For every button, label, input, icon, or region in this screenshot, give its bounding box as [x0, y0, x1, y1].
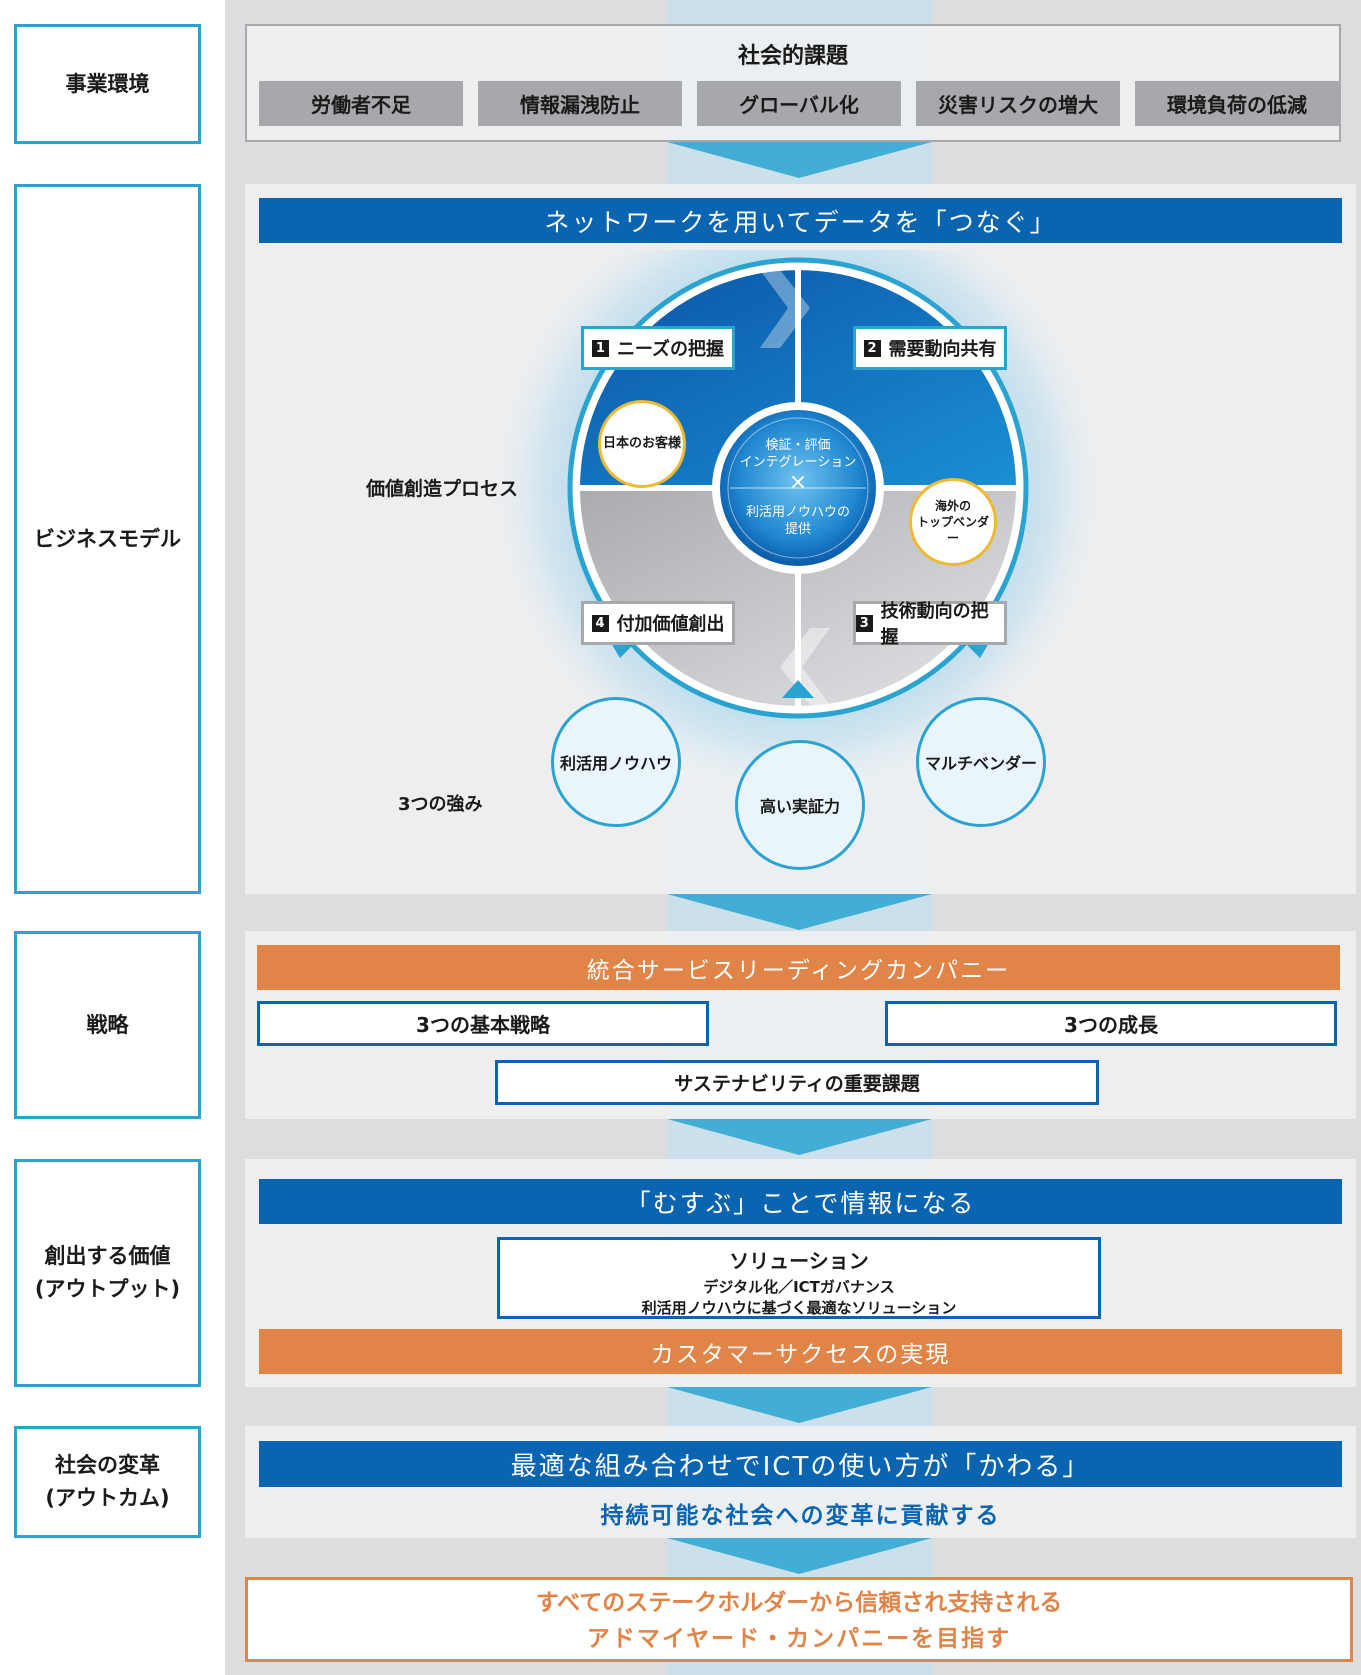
step-demand: 2 需要動向共有: [853, 326, 1007, 370]
step-number: 1: [591, 339, 609, 357]
output-banner: 「むすぶ」ことで情報になる: [259, 1179, 1342, 1224]
outcome-banner: 最適な組み合わせでICTの使い方が「かわる」: [259, 1441, 1342, 1487]
step-number: 3: [856, 614, 873, 632]
strategy-growth-box: 3つの成長: [885, 1001, 1337, 1046]
label-environment: 事業環境: [14, 24, 201, 144]
step-label: 需要動向共有: [888, 339, 997, 360]
step-label: ニーズの把握: [616, 339, 725, 360]
strategy-banner: 統合サービスリーディングカンパニー: [257, 945, 1340, 990]
issue-item: 労働者不足: [259, 81, 463, 126]
solution-line-2: 利活用ノウハウに基づく最適なソリューション: [641, 1299, 957, 1317]
label-output: 創出する価値 (アウトプット): [14, 1159, 201, 1387]
core-cross: ×: [788, 470, 808, 495]
chevron-down-icon: [667, 1387, 932, 1423]
step-added-value: 4 付加価値創出: [581, 601, 735, 645]
step-number: 2: [863, 339, 881, 357]
step-number: 4: [591, 614, 609, 632]
step-needs: 1 ニーズの把握: [581, 326, 735, 370]
process-label: 価値創造プロセス: [366, 478, 519, 500]
chevron-down-icon: [667, 1538, 932, 1574]
goal-line-1: すべてのステークホルダーから信頼され支持される: [535, 1590, 1063, 1616]
goal-box: すべてのステークホルダーから信頼され支持される アドマイヤード・カンパニーを目指…: [245, 1577, 1353, 1662]
label-strategy: 戦略: [14, 931, 201, 1119]
issue-item: 災害リスクの増大: [916, 81, 1120, 126]
goal-line-2: アドマイヤード・カンパニーを目指す: [586, 1626, 1012, 1652]
chevron-down-icon: [667, 1119, 932, 1155]
chevron-down-icon: [667, 894, 932, 930]
core-bottom-text: 利活用ノウハウの 提供: [745, 505, 850, 537]
label-business-model: ビジネスモデル: [14, 184, 201, 894]
solution-title: ソリューション: [729, 1249, 869, 1273]
strength-verification: 高い実証力: [735, 740, 865, 870]
badge-japan-customers: 日本のお客様: [598, 400, 686, 488]
solution-box: ソリューション デジタル化／ICTガバナンス 利活用ノウハウに基づく最適なソリュ…: [497, 1237, 1101, 1319]
issue-item: 情報漏洩防止: [478, 81, 682, 126]
badge-overseas-vendors: 海外の トップベンダー: [909, 478, 997, 566]
issue-item: 環境負荷の低減: [1135, 81, 1339, 126]
step-technology: 3 技術動向の把握: [853, 601, 1007, 648]
label-outcome: 社会の変革 (アウトカム): [14, 1426, 201, 1538]
strengths-label: 3つの強み: [398, 794, 483, 815]
strategy-basic-box: 3つの基本戦略: [257, 1001, 709, 1046]
social-issues-title: 社会的課題: [737, 44, 848, 69]
solution-line-1: デジタル化／ICTガバナンス: [703, 1278, 895, 1296]
issue-item: グローバル化: [697, 81, 901, 126]
business-model-banner: ネットワークを用いてデータを「つなぐ」: [259, 198, 1342, 243]
customer-success-banner: カスタマーサクセスの実現: [259, 1329, 1342, 1374]
sustainability-box: サステナビリティの重要課題: [495, 1060, 1099, 1105]
core-top-text: 検証・評価 インテグレーション: [739, 438, 857, 470]
step-label: 技術動向の把握: [880, 601, 989, 648]
outcome-subtitle: 持続可能な社会への変革に貢献する: [600, 1503, 1001, 1529]
chevron-down-icon: [667, 142, 932, 178]
strength-multivendor: マルチベンダー: [916, 697, 1046, 827]
step-label: 付加価値創出: [616, 614, 725, 635]
strength-know-how: 利活用ノウハウ: [551, 697, 681, 827]
